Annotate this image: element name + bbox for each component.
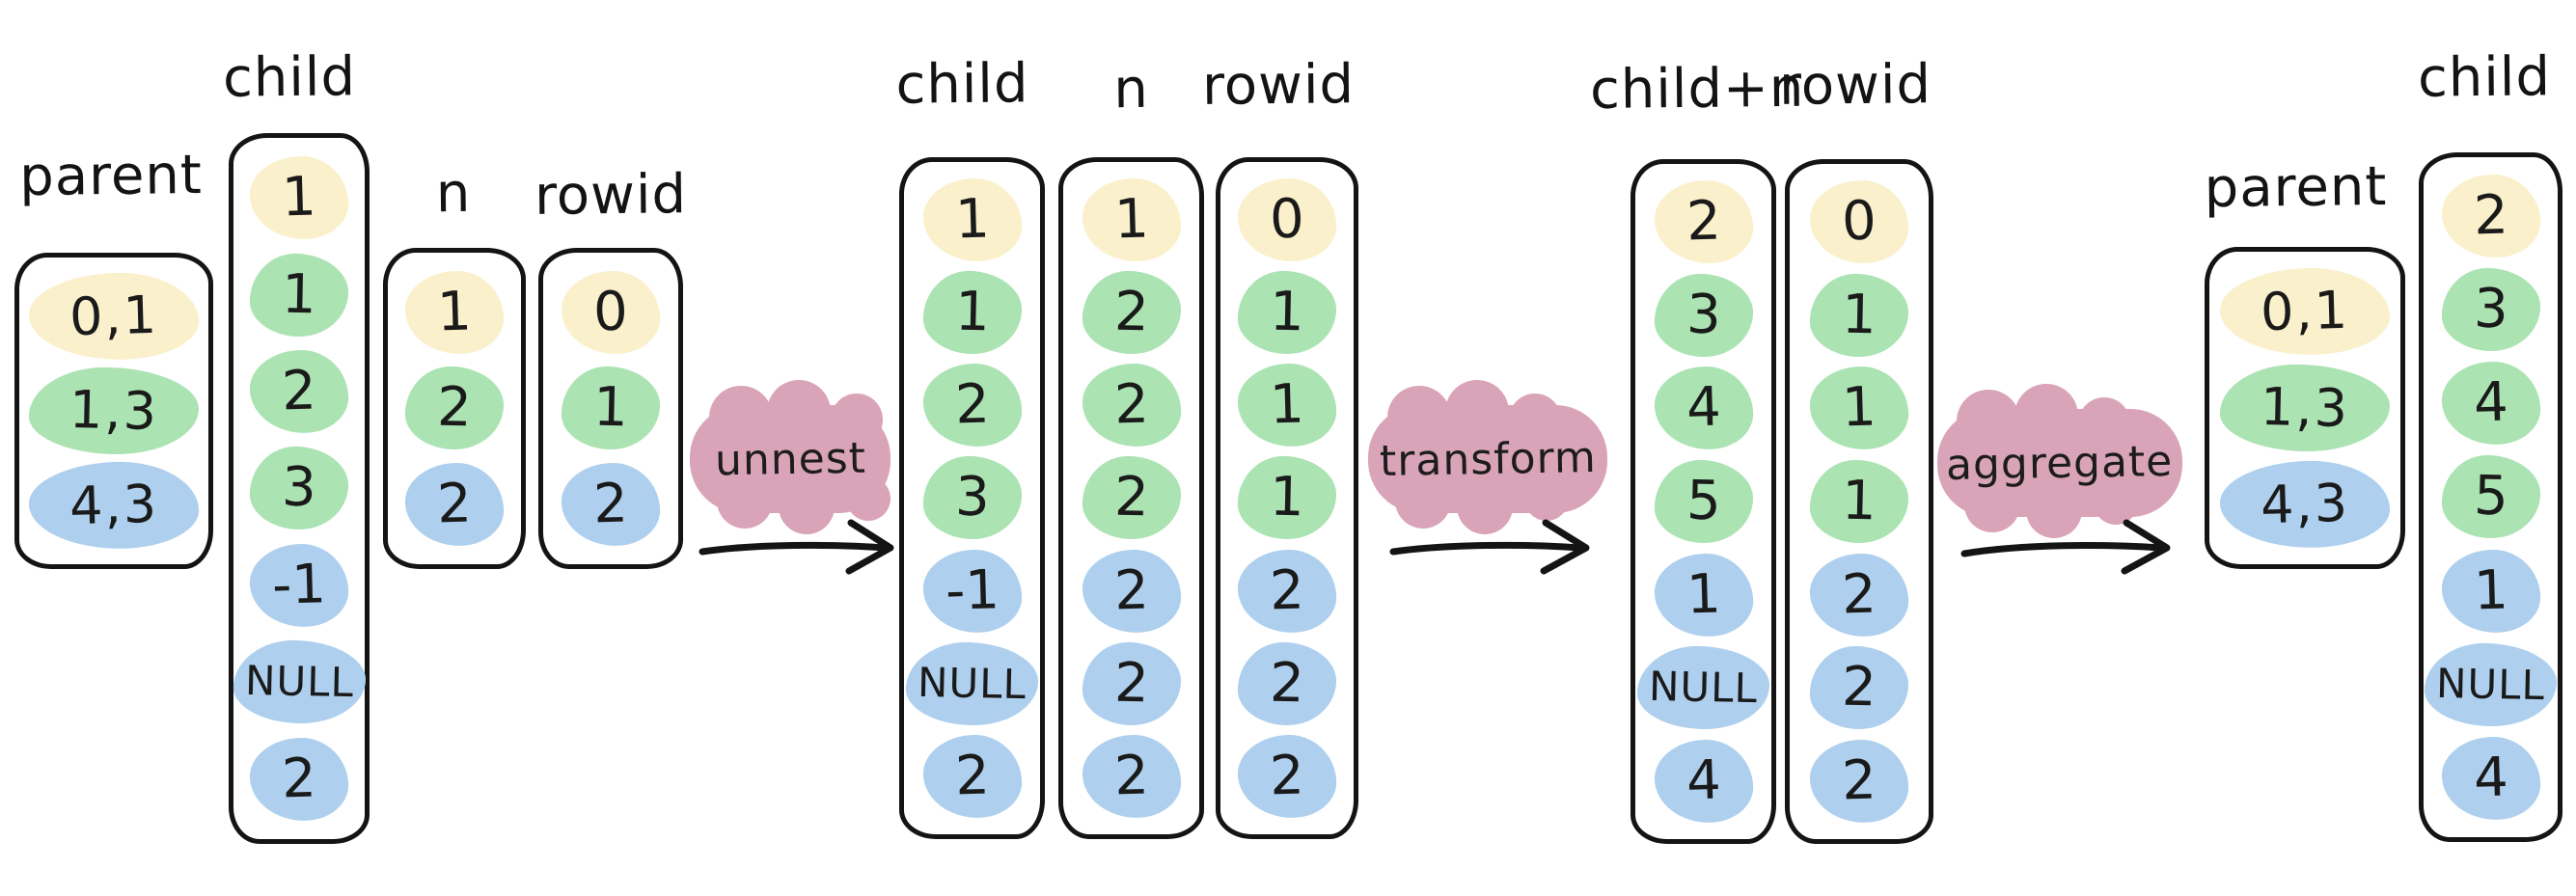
cell: 1 bbox=[1236, 362, 1338, 448]
cell: 1 bbox=[248, 154, 350, 241]
cell: 5 bbox=[2440, 454, 2541, 540]
cell: 4,3 bbox=[2218, 458, 2392, 551]
stage4-child-header: child bbox=[2417, 45, 2552, 110]
cell: NULL bbox=[1636, 644, 1770, 731]
cell: NULL bbox=[905, 640, 1039, 727]
transform-cloud: transform bbox=[1368, 386, 1607, 529]
stage4-parent-table: 0,1 1,3 4,3 bbox=[2205, 247, 2405, 569]
cell: NULL bbox=[2424, 641, 2558, 728]
cell: 2 bbox=[1081, 640, 1182, 726]
cell: 3 bbox=[1653, 272, 1754, 358]
cell: 0,1 bbox=[2218, 265, 2392, 358]
cell: 1 bbox=[1081, 176, 1182, 263]
stage2-child-header: child bbox=[895, 52, 1029, 117]
cell: NULL bbox=[232, 638, 367, 725]
cell: 0 bbox=[1236, 176, 1338, 263]
cell: 1 bbox=[561, 366, 661, 451]
stage1-child-header: child bbox=[222, 45, 357, 110]
cell: 2 bbox=[1653, 178, 1754, 265]
cell: -1 bbox=[921, 548, 1023, 635]
cell: 1 bbox=[921, 176, 1023, 263]
cell: 2 bbox=[404, 366, 505, 451]
cell: 2 bbox=[1081, 362, 1182, 448]
unnest-cloud: unnest bbox=[690, 386, 891, 529]
stage2-n-header: n bbox=[1112, 57, 1150, 122]
cell: 2 bbox=[1081, 548, 1182, 635]
transform-label: transform bbox=[1379, 432, 1597, 486]
cell: 1,3 bbox=[2219, 363, 2391, 453]
aggregate-arrow-icon bbox=[1960, 519, 2171, 575]
cell: 1 bbox=[1809, 458, 1909, 545]
stage2-n-column: 1 2 2 2 2 2 2 bbox=[1058, 157, 1204, 839]
cell: 2 bbox=[1808, 738, 1910, 825]
stage1-rowid-header: rowid bbox=[534, 163, 688, 228]
unnest-label: unnest bbox=[714, 433, 866, 485]
cell: 5 bbox=[1653, 458, 1754, 545]
stage3-rowid-column: 0 1 1 1 2 2 2 bbox=[1785, 159, 1933, 844]
stage3-rowid-header: rowid bbox=[1778, 53, 1932, 118]
cell: 2 bbox=[403, 461, 506, 548]
cell: 0 bbox=[560, 269, 662, 356]
cell: 1 bbox=[249, 252, 349, 338]
cell: 2 bbox=[560, 461, 662, 548]
cell: 1 bbox=[2440, 548, 2541, 635]
stage2-child-column: 1 1 2 3 -1 NULL 2 bbox=[899, 157, 1045, 839]
cell: 3 bbox=[249, 446, 349, 531]
unnest-arrow-icon bbox=[699, 519, 894, 575]
stage4-parent-header: parent bbox=[2204, 155, 2388, 220]
cell: 1 bbox=[921, 270, 1023, 356]
cell: 4 bbox=[1653, 738, 1754, 825]
cell: 3 bbox=[2440, 266, 2541, 352]
stage3-childn-header: child+n bbox=[1589, 56, 1805, 122]
cell: 2 bbox=[921, 362, 1023, 448]
stage1-parent-header: parent bbox=[18, 144, 204, 208]
cell: 2 bbox=[1236, 548, 1338, 635]
cell: 2 bbox=[1081, 733, 1182, 820]
stage1-parent-table: 0,1 1,3 4,3 bbox=[14, 253, 213, 569]
cell: 1 bbox=[1237, 455, 1337, 541]
cell: 2 bbox=[1237, 640, 1337, 726]
stage1-n-column: 1 2 2 bbox=[383, 248, 526, 569]
cell: 1 bbox=[1808, 365, 1910, 451]
cell: 2 bbox=[248, 348, 350, 435]
cell: 1 bbox=[1809, 272, 1909, 358]
cell: 1 bbox=[1237, 270, 1337, 356]
cell: 4 bbox=[1653, 365, 1754, 451]
cell: 2 bbox=[1081, 455, 1182, 541]
cell: 0,1 bbox=[27, 270, 201, 363]
stage1-rowid-column: 0 1 2 bbox=[538, 248, 683, 569]
cell: 3 bbox=[921, 455, 1023, 541]
cell: 0 bbox=[1808, 178, 1910, 265]
cell: 4,3 bbox=[27, 459, 201, 552]
cell: 1 bbox=[403, 269, 506, 356]
cell: 1,3 bbox=[28, 366, 200, 456]
cell: 2 bbox=[1809, 645, 1909, 731]
stage4-child-column: 2 3 4 5 1 NULL 4 bbox=[2419, 152, 2562, 842]
cell: 2 bbox=[921, 733, 1023, 820]
stage3-childn-column: 2 3 4 5 1 NULL 4 bbox=[1631, 159, 1776, 844]
stage2-rowid-column: 0 1 1 1 2 2 2 bbox=[1216, 157, 1358, 839]
aggregate-label: aggregate bbox=[1945, 436, 2175, 490]
cell: 2 bbox=[2440, 173, 2541, 259]
cell: 2 bbox=[1236, 733, 1338, 820]
stage2-rowid-header: rowid bbox=[1201, 53, 1356, 118]
cell: 2 bbox=[1081, 270, 1182, 356]
cell: -1 bbox=[248, 542, 350, 629]
stage1-child-column: 1 1 2 3 -1 NULL 2 bbox=[229, 133, 370, 844]
cell: 4 bbox=[2440, 735, 2541, 822]
aggregate-cloud: aggregate bbox=[1937, 390, 2182, 532]
transform-arrow-icon bbox=[1389, 519, 1590, 575]
cell: 4 bbox=[2440, 360, 2541, 447]
stage1-n-header: n bbox=[435, 161, 472, 226]
cell: 2 bbox=[248, 736, 350, 823]
cell: 1 bbox=[1653, 552, 1754, 638]
cell: 2 bbox=[1808, 552, 1910, 638]
